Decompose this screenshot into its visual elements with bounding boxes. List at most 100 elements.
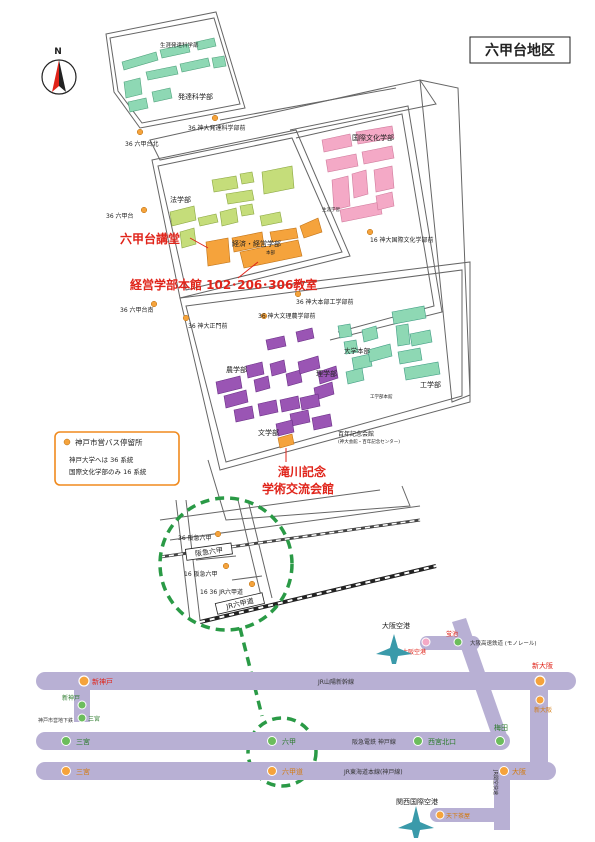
svg-text:六甲: 六甲 xyxy=(282,737,296,746)
svg-text:新大阪: 新大阪 xyxy=(534,706,552,714)
highlight-labels: 六甲台講堂 経営学部本館 102･206･306教室 滝川記念 学術交流会館 xyxy=(120,231,334,496)
building-kogaku xyxy=(337,305,441,385)
svg-text:阪急六甲: 阪急六甲 xyxy=(194,545,223,558)
rail-network xyxy=(36,618,576,830)
label-hattatsu-top: 生涯発達科学部 xyxy=(160,41,199,49)
label-rigaku: 理学部 xyxy=(316,369,337,378)
building-hattatsu xyxy=(121,37,227,113)
svg-text:36 神大発達科学部前: 36 神大発達科学部前 xyxy=(188,124,246,132)
bus-stops: 36 六甲台北 36 神大発達科学部前 36 六甲台 36 六甲台南 36 神大… xyxy=(106,114,434,596)
bus-stop-rokkodai: 36 六甲台 xyxy=(106,206,148,220)
bus-stop-jr-rokkomichi: 16 36 JR六甲道 xyxy=(200,580,256,596)
building-takigawa xyxy=(277,433,295,449)
svg-text:梅田: 梅田 xyxy=(494,723,508,732)
building-kokusai-bunka xyxy=(321,125,395,223)
svg-text:新神戸: 新神戸 xyxy=(92,677,113,686)
station-sannomiya-jr: 三宮 xyxy=(61,766,90,776)
building-nogaku-rigaku xyxy=(215,327,339,437)
station-shin-osaka: 新大阪 xyxy=(532,661,553,687)
svg-text:大阪空港: 大阪空港 xyxy=(402,648,426,656)
airport-kansai: 関西国際空港 xyxy=(396,797,438,838)
svg-text:新神戸: 新神戸 xyxy=(62,694,80,702)
station-nishinomiya: 西宮北口 xyxy=(413,736,456,746)
label-kokusai-bunka: 国際文化学部 xyxy=(352,133,394,142)
svg-text:36 六甲台南: 36 六甲台南 xyxy=(120,306,154,314)
station-osaka-airport-monorail: 大阪空港 xyxy=(402,637,431,656)
svg-text:関西国際空港: 関西国際空港 xyxy=(396,797,438,806)
svg-text:JR東海道本線(神戸線): JR東海道本線(神戸線) xyxy=(343,768,403,776)
bus-stop-kokusai: 16 神大国際文化学部前 xyxy=(366,228,434,244)
svg-text:蛍池: 蛍池 xyxy=(446,630,458,638)
bus-stop-seimonmae: 36 神大正門前 xyxy=(182,314,228,330)
label-honbu: 大学本部 xyxy=(344,346,371,355)
svg-text:36 神大本部工学部前: 36 神大本部工学部前 xyxy=(296,298,354,306)
svg-text:36 神大正門前: 36 神大正門前 xyxy=(188,322,228,330)
svg-text:大阪高速鉄道 (モノレール): 大阪高速鉄道 (モノレール) xyxy=(470,639,537,647)
airplane-icon-2 xyxy=(398,806,434,838)
svg-text:36 阪急六甲: 36 阪急六甲 xyxy=(178,534,212,542)
legend-line1: 神戸大学へは 36 系統 xyxy=(69,455,134,464)
svg-text:大阪: 大阪 xyxy=(512,767,526,776)
svg-text:天下茶屋: 天下茶屋 xyxy=(446,812,470,820)
svg-text:16 神大国際文化学部前: 16 神大国際文化学部前 xyxy=(370,236,434,244)
legend-title: 神戸市営バス停留所 xyxy=(75,437,143,447)
label-keizai: 経済・経営学部 xyxy=(232,239,281,248)
label-keiei-honkan: 経営学部本館 102･206･306教室 xyxy=(130,277,317,292)
legend-box: 神戸市営バス停留所 神戸大学へは 36 系統 国際文化学部のみ 16 系統 xyxy=(54,431,180,486)
airplane-icon xyxy=(376,634,412,664)
label-hyakunen-sub: (神大会館・百年記念センター) xyxy=(338,438,400,445)
svg-text:16 36 JR六甲道: 16 36 JR六甲道 xyxy=(200,588,243,596)
stations: 新神戸 新神戸 三宮 三宮 三宮 六甲 六甲道 西宮北口 xyxy=(61,630,553,820)
roads xyxy=(105,11,471,621)
page-title: 六甲台地区 xyxy=(485,42,555,59)
station-rokko: 六甲 xyxy=(267,736,296,746)
jr-line xyxy=(199,564,437,624)
svg-text:大阪空港: 大阪空港 xyxy=(382,621,410,630)
legend-line2: 国際文化学部のみ 16 系統 xyxy=(69,467,147,476)
station-sannomiya-hankyu: 三宮 xyxy=(61,736,90,746)
label-takigawa-1: 滝川記念 xyxy=(278,464,326,479)
north-label: N xyxy=(54,47,62,57)
label-kogaku-honkan: 工学部本館 xyxy=(370,393,393,400)
station-hotarugaike: 蛍池 xyxy=(446,630,463,647)
svg-text:阪急電鉄 神戸線: 阪急電鉄 神戸線 xyxy=(352,738,396,746)
svg-text:JR関空快速: JR関空快速 xyxy=(492,769,499,795)
bus-stop-honbu-kogaku: 36 神大本部工学部前 xyxy=(294,290,354,306)
svg-text:新大阪: 新大阪 xyxy=(532,661,553,670)
rail-labels: JR山陽新幹線 阪急電鉄 神戸線 JR東海道本線(神戸線) 神戸市営地下鉄 大阪… xyxy=(38,639,537,795)
svg-text:36 神大文理農学部前: 36 神大文理農学部前 xyxy=(258,312,316,320)
building-hogaku xyxy=(169,165,295,249)
label-takigawa-2: 学術交流会館 xyxy=(262,481,334,496)
svg-text:神戸市営地下鉄: 神戸市営地下鉄 xyxy=(38,717,73,724)
svg-text:36 六甲台北: 36 六甲台北 xyxy=(125,140,159,148)
airport-osaka: 大阪空港 xyxy=(376,621,412,664)
bus-stop-bunri-nogaku: 36 神大文理農学部前 xyxy=(258,312,316,320)
label-kogaku: 工学部 xyxy=(420,380,441,389)
svg-text:三宮: 三宮 xyxy=(76,737,90,746)
station-box-jr: JR六甲道 xyxy=(214,592,265,615)
label-shoumei: 生涯学習 xyxy=(322,206,340,213)
station-rokkomichi: 六甲道 xyxy=(267,766,303,776)
station-osaka: 大阪 xyxy=(499,766,526,776)
svg-text:西宮北口: 西宮北口 xyxy=(428,737,456,746)
svg-text:JR山陽新幹線: JR山陽新幹線 xyxy=(317,678,354,686)
svg-text:16 阪急六甲: 16 阪急六甲 xyxy=(184,570,218,578)
station-sannomiya-subway: 三宮 xyxy=(77,713,100,723)
bus-stop-hankyu-36: 36 阪急六甲 xyxy=(178,530,222,542)
station-shin-kobe: 新神戸 xyxy=(78,675,113,687)
label-hattatsu: 発達科学部 xyxy=(178,92,213,101)
label-hyakunen: 百年記念会館 xyxy=(338,430,374,438)
label-nogaku: 農学部 xyxy=(226,365,247,374)
north-arrow-icon: N xyxy=(41,47,77,95)
label-bungaku: 文学部 xyxy=(258,428,279,437)
svg-text:36 六甲台: 36 六甲台 xyxy=(106,212,134,220)
station-box-hankyu: 阪急六甲 xyxy=(184,542,233,561)
bus-stop-hattatsu: 36 神大発達科学部前 xyxy=(188,114,246,132)
svg-text:三宮: 三宮 xyxy=(88,715,100,723)
bus-stop-rokkodai-minami: 36 六甲台南 xyxy=(120,300,158,314)
svg-text:六甲道: 六甲道 xyxy=(282,767,303,776)
station-tengachaya: 天下茶屋 xyxy=(435,810,470,820)
title-box: 六甲台地区 xyxy=(469,36,571,64)
label-hogaku: 法学部 xyxy=(170,195,191,204)
